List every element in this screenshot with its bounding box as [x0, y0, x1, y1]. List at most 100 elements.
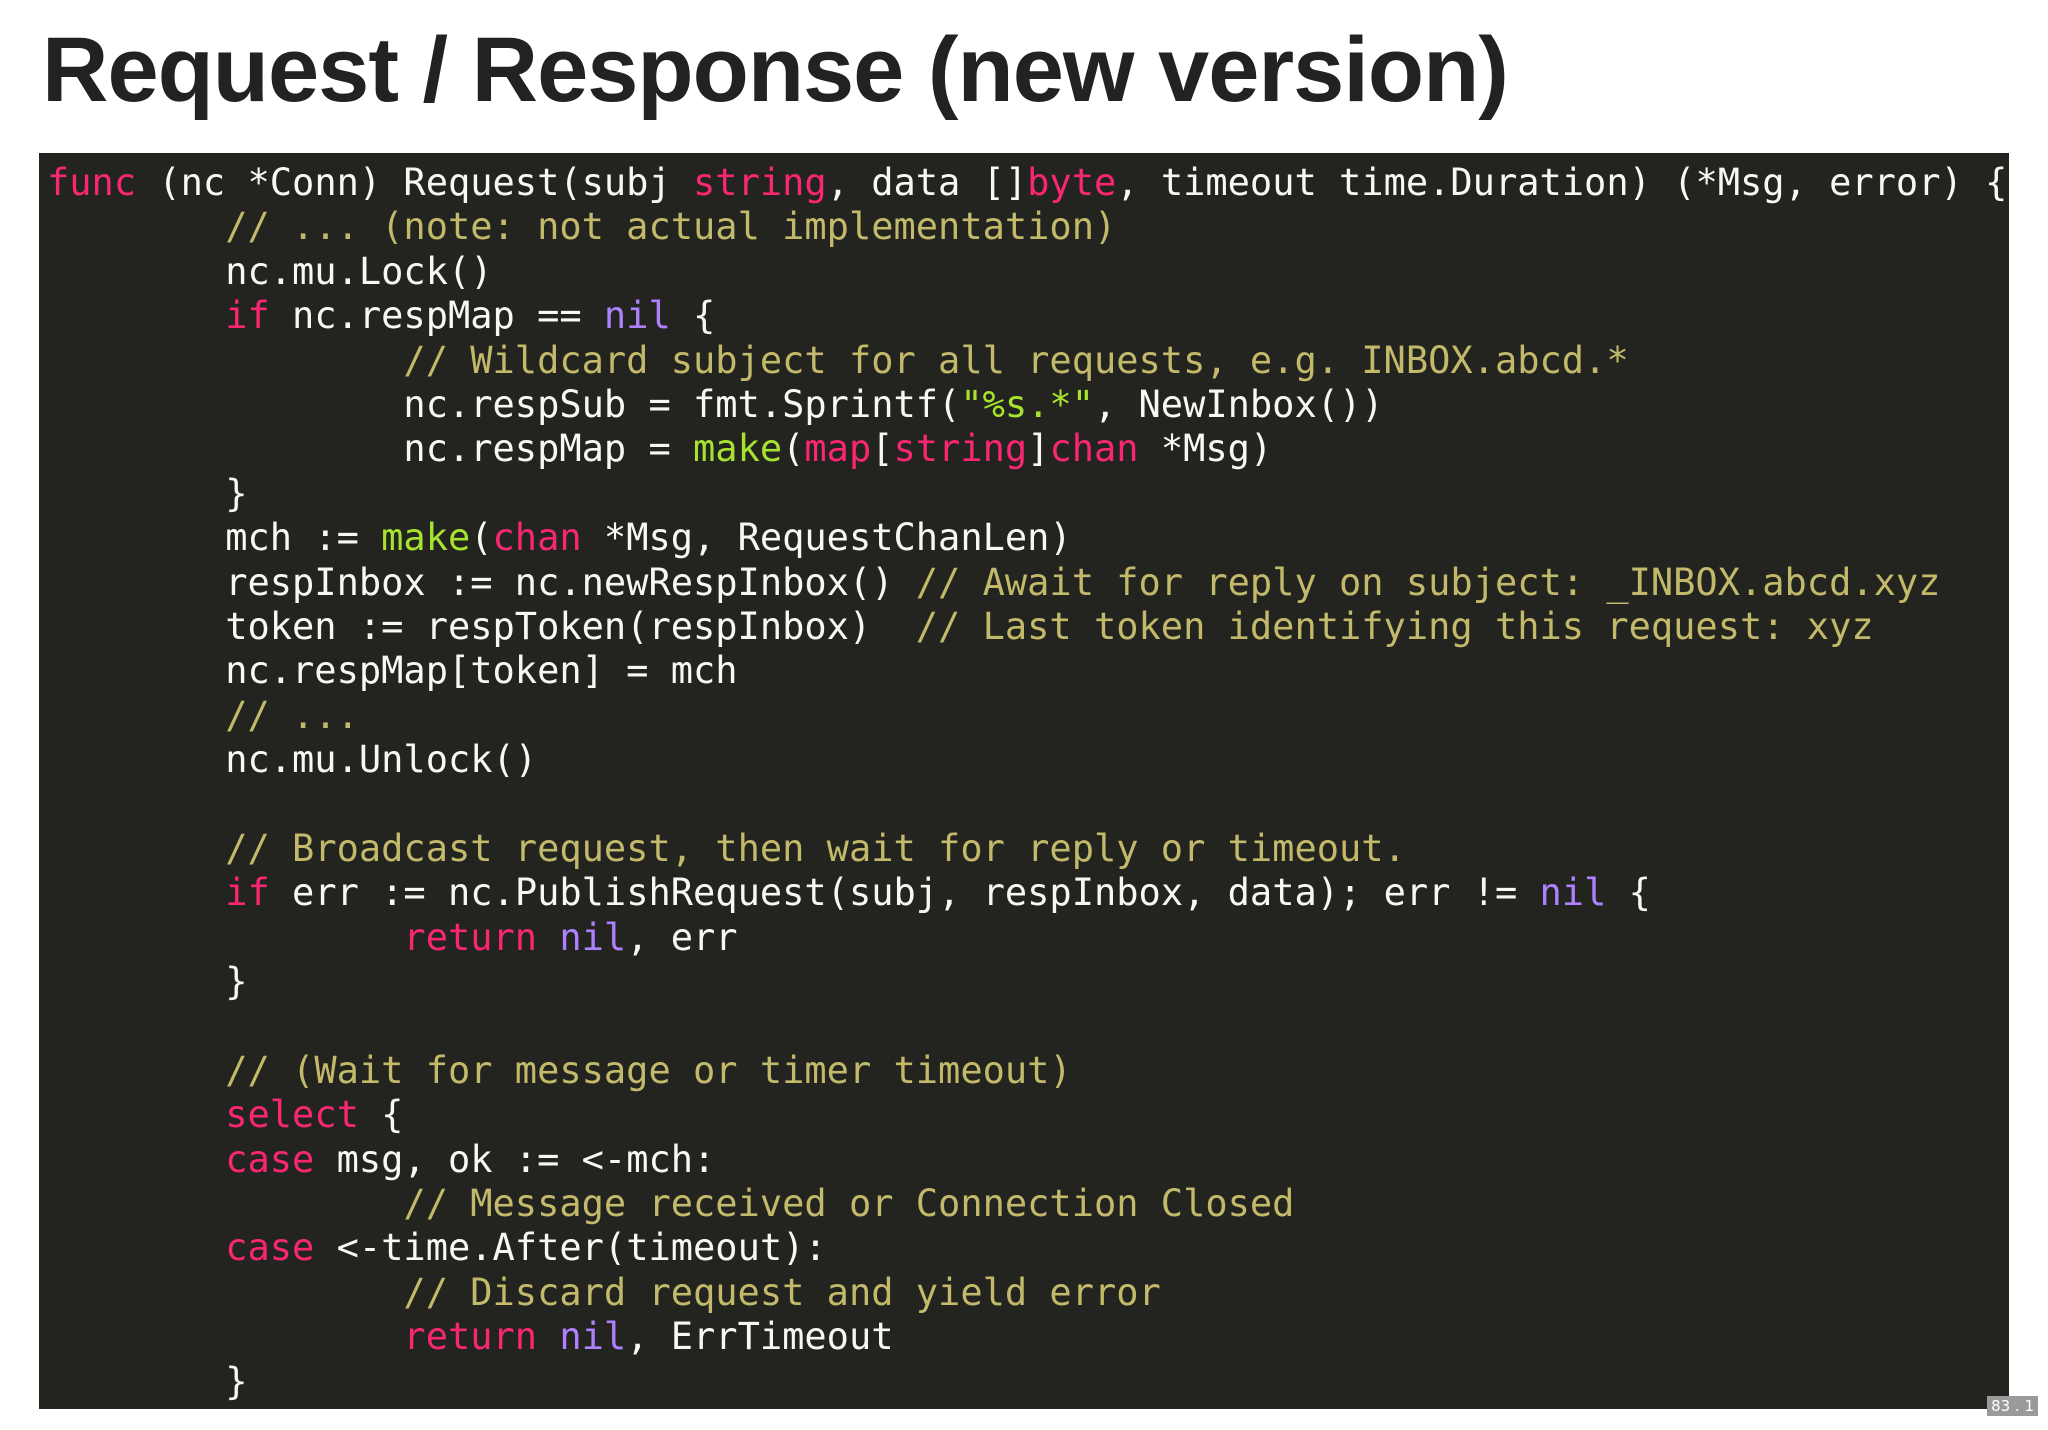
code-line: }: [47, 472, 2009, 516]
keyword-token: case: [225, 1226, 315, 1270]
plain-token: <-time.After(timeout):: [314, 1226, 827, 1270]
plain-token: [47, 1049, 225, 1092]
plain-token: [47, 1093, 225, 1136]
code-line: case msg, ok := <-mch:: [47, 1138, 2009, 1182]
plain-token: , NewInbox()): [1093, 382, 1384, 426]
code-line: // Discard request and yield error: [47, 1271, 2009, 1315]
plain-token: [537, 1315, 559, 1358]
plain-token: [47, 827, 225, 870]
plain-token: }: [47, 960, 248, 1004]
code-line: respInbox := nc.newRespInbox() // Await …: [47, 561, 2009, 605]
plain-token: [47, 871, 225, 914]
plain-token: [47, 294, 225, 337]
plain-token: (nc *Conn) Request(subj: [136, 161, 694, 204]
code-line: }: [47, 1360, 2009, 1404]
plain-token: nc.mu.Lock(): [47, 249, 493, 293]
code-line: // Wildcard subject for all requests, e.…: [47, 339, 2009, 383]
string-token: "%s.*": [960, 382, 1094, 426]
keyword-token: return: [403, 915, 538, 959]
plain-token: [: [871, 427, 894, 471]
plain-token: , timeout time.Duration) (*Msg, error) {: [1116, 161, 2008, 204]
plain-token: err := nc.PublishRequest(subj, respInbox…: [269, 871, 1540, 915]
keyword-token: select: [225, 1093, 359, 1137]
plain-token: nc.respMap ==: [269, 294, 604, 338]
comment-token: // (Wait for message or timer timeout): [225, 1048, 1072, 1092]
keyword-token: return: [403, 1315, 538, 1359]
keyword-token: map: [804, 427, 872, 471]
code-line: nc.respMap = make(map[string]chan *Msg): [47, 427, 2009, 471]
code-block: func (nc *Conn) Request(subj string, dat…: [39, 153, 2009, 1409]
comment-token: // Discard request and yield error: [403, 1270, 1161, 1314]
plain-token: [537, 916, 559, 959]
keyword-token: string: [893, 427, 1028, 471]
plain-token: *Msg, RequestChanLen): [581, 516, 1072, 560]
constant-token: nil: [1539, 871, 1607, 915]
code-line: nc.respSub = fmt.Sprintf("%s.*", NewInbo…: [47, 383, 2009, 427]
keyword-token: chan: [1049, 427, 1139, 471]
plain-token: [47, 1182, 403, 1225]
keyword-token: case: [225, 1137, 315, 1181]
code-line: nc.mu.Lock(): [47, 250, 2009, 294]
comment-token: // Message received or Connection Closed: [403, 1181, 1295, 1225]
code-line: select {: [47, 1093, 2009, 1137]
plain-token: nc.respMap =: [47, 427, 694, 471]
code-line: mch := make(chan *Msg, RequestChanLen): [47, 516, 2009, 560]
constant-token: nil: [559, 915, 627, 959]
code-line: [47, 782, 2009, 826]
code-line: // Message received or Connection Closed: [47, 1182, 2009, 1226]
plain-token: [47, 339, 403, 382]
slide-title: Request / Response (new version): [42, 19, 1509, 121]
code-line: // (Wait for message or timer timeout): [47, 1049, 2009, 1093]
plain-token: msg, ok := <-mch:: [314, 1137, 716, 1181]
keyword-token: string: [693, 161, 827, 204]
keyword-token: func: [47, 161, 137, 204]
code-line: return nil, ErrTimeout: [47, 1315, 2009, 1359]
plain-token: nc.mu.Unlock(): [47, 738, 538, 782]
comment-token: // Broadcast request, then wait for repl…: [225, 826, 1406, 870]
plain-token: (: [782, 427, 805, 471]
plain-token: nc.respSub = fmt.Sprintf(: [47, 382, 961, 426]
plain-token: (: [470, 516, 493, 560]
comment-token: // Await for reply on subject: _INBOX.ab…: [915, 560, 1941, 604]
constant-token: nil: [603, 294, 671, 338]
code-line: token := respToken(respInbox) // Last to…: [47, 605, 2009, 649]
plain-token: [47, 1315, 403, 1358]
plain-token: {: [1606, 871, 1651, 915]
builtin-token: make: [381, 516, 471, 560]
code-line: func (nc *Conn) Request(subj string, dat…: [47, 161, 2009, 205]
plain-token: respInbox := nc.newRespInbox(): [47, 560, 916, 604]
code-line: [47, 1004, 2009, 1048]
plain-token: [47, 694, 225, 737]
plain-token: [47, 1226, 225, 1269]
comment-token: // Last token identifying this request: …: [915, 604, 1874, 648]
plain-token: , err: [626, 915, 738, 959]
slide-number[interactable]: 83 . 1: [1987, 1396, 2038, 1416]
comment-token: // ... (note: not actual implementation): [225, 205, 1117, 249]
code-line: }: [47, 960, 2009, 1004]
plain-token: *Msg): [1138, 427, 1273, 471]
code-line: nc.respMap[token] = mch: [47, 649, 2009, 693]
code-line: if err := nc.PublishRequest(subj, respIn…: [47, 871, 2009, 915]
plain-token: }: [47, 1359, 248, 1403]
plain-token: }: [47, 471, 248, 515]
plain-token: nc.respMap[token] = mch: [47, 649, 738, 693]
builtin-token: make: [693, 427, 783, 471]
plain-token: [47, 1271, 403, 1314]
plain-token: {: [670, 294, 716, 338]
keyword-token: byte: [1027, 161, 1117, 204]
code-line: case <-time.After(timeout):: [47, 1226, 2009, 1270]
plain-token: mch :=: [47, 516, 382, 560]
code-line: return nil, err: [47, 916, 2009, 960]
plain-token: [47, 205, 225, 248]
plain-token: ]: [1027, 427, 1050, 471]
keyword-token: if: [225, 294, 270, 338]
code-line: // ...: [47, 694, 2009, 738]
plain-token: token := respToken(respInbox): [47, 604, 916, 648]
comment-token: // Wildcard subject for all requests, e.…: [403, 338, 1629, 382]
code-line: nc.mu.Unlock(): [47, 738, 2009, 782]
keyword-token: if: [225, 871, 270, 915]
code-line: if nc.respMap == nil {: [47, 294, 2009, 338]
plain-token: , ErrTimeout: [626, 1315, 894, 1359]
plain-token: [47, 1138, 225, 1181]
plain-token: {: [358, 1093, 404, 1137]
